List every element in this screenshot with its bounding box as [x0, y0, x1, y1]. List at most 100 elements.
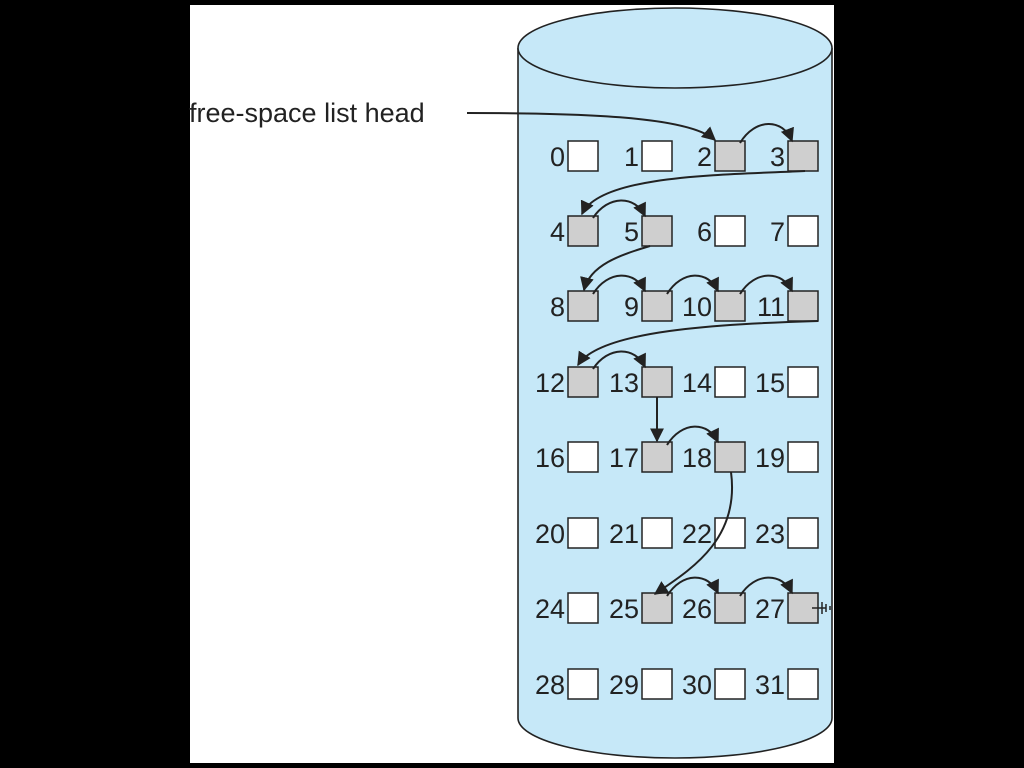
block-17: 17: [609, 441, 673, 473]
link-10-to-11: [739, 274, 793, 295]
block-number: 3: [770, 142, 785, 172]
free-block-box: [787, 140, 819, 172]
block-number: 5: [624, 217, 639, 247]
link-8-to-9: [592, 274, 646, 295]
block-23: 23: [755, 517, 819, 549]
block-5: 5: [624, 215, 673, 247]
allocated-block-box: [567, 140, 599, 172]
block-16: 16: [535, 441, 599, 473]
link-3-to-4: [580, 170, 806, 216]
disk-top: [517, 7, 833, 89]
block-24: 24: [535, 592, 599, 624]
block-21: 21: [609, 517, 673, 549]
block-number: 16: [535, 443, 565, 473]
free-block-box: [641, 215, 673, 247]
block-number: 8: [550, 292, 565, 322]
allocated-block-box: [641, 140, 673, 172]
block-12: 12: [535, 366, 599, 398]
head-pointer-arrow: [466, 112, 717, 141]
block-number: 1: [624, 142, 639, 172]
block-number: 19: [755, 443, 785, 473]
block-28: 28: [535, 668, 599, 700]
block-number: 22: [682, 519, 712, 549]
allocated-block-box: [567, 441, 599, 473]
free-block-box: [641, 290, 673, 322]
block-2: 2: [697, 140, 746, 172]
link-9-to-10: [666, 274, 719, 295]
block-number: 28: [535, 670, 565, 700]
block-number: 21: [609, 519, 639, 549]
block-number: 23: [755, 519, 785, 549]
block-9: 9: [624, 290, 673, 322]
free-block-box: [714, 290, 746, 322]
block-number: 27: [755, 594, 785, 624]
block-number: 11: [757, 292, 785, 322]
block-number: 7: [770, 217, 785, 247]
block-15: 15: [755, 366, 819, 398]
free-block-box: [714, 592, 746, 624]
link-25-to-26: [666, 576, 719, 597]
block-31: 31: [755, 668, 819, 700]
free-block-box: [641, 441, 673, 473]
link-4-to-5: [592, 199, 646, 219]
block-number: 24: [535, 594, 565, 624]
allocated-block-box: [714, 366, 746, 398]
allocated-block-box: [787, 215, 819, 247]
block-number: 6: [697, 217, 712, 247]
block-10: 10: [682, 290, 746, 322]
block-number: 12: [535, 368, 565, 398]
block-number: 29: [609, 670, 639, 700]
allocated-block-box: [641, 517, 673, 549]
free-block-box: [714, 441, 746, 473]
block-0: 0: [550, 140, 599, 172]
free-block-box: [567, 366, 599, 398]
free-block-box: [567, 290, 599, 322]
allocated-block-box: [567, 592, 599, 624]
block-number: 30: [682, 670, 712, 700]
block-number: 14: [682, 368, 712, 398]
allocated-block-box: [567, 668, 599, 700]
link-5-to-8: [580, 245, 651, 292]
block-3: 3: [770, 140, 819, 172]
allocated-block-box: [567, 517, 599, 549]
free-block-box: [567, 215, 599, 247]
block-number: 0: [550, 142, 565, 172]
block-number: 31: [755, 670, 785, 700]
block-number: 25: [609, 594, 639, 624]
free-list-links: [577, 123, 819, 597]
allocated-block-box: [641, 668, 673, 700]
block-18: 18: [682, 441, 746, 473]
allocated-block-box: [787, 668, 819, 700]
block-number: 2: [697, 142, 712, 172]
allocated-block-box: [714, 668, 746, 700]
free-block-box: [714, 140, 746, 172]
block-22: 22: [682, 517, 746, 549]
link-18-to-25: [653, 471, 734, 595]
free-block-box: [641, 366, 673, 398]
block-14: 14: [682, 366, 746, 398]
free-space-list-head-label: free-space list head: [189, 98, 425, 128]
allocated-block-box: [787, 517, 819, 549]
free-block-box: [787, 290, 819, 322]
block-number: 18: [682, 443, 712, 473]
block-number: 26: [682, 594, 712, 624]
block-11: 11: [757, 290, 819, 322]
block-13: 13: [609, 366, 673, 398]
block-8: 8: [550, 290, 599, 322]
block-20: 20: [535, 517, 599, 549]
block-number: 20: [535, 519, 565, 549]
allocated-block-box: [787, 441, 819, 473]
block-number: 4: [550, 217, 565, 247]
block-1: 1: [624, 140, 673, 172]
block-number: 13: [609, 368, 639, 398]
block-number: 17: [609, 443, 639, 473]
block-7: 7: [770, 215, 819, 247]
block-26: 26: [682, 592, 746, 624]
link-11-to-12: [577, 320, 819, 367]
free-block-box: [641, 592, 673, 624]
block-19: 19: [755, 441, 819, 473]
block-6: 6: [697, 215, 746, 247]
link-2-to-3: [739, 123, 794, 144]
